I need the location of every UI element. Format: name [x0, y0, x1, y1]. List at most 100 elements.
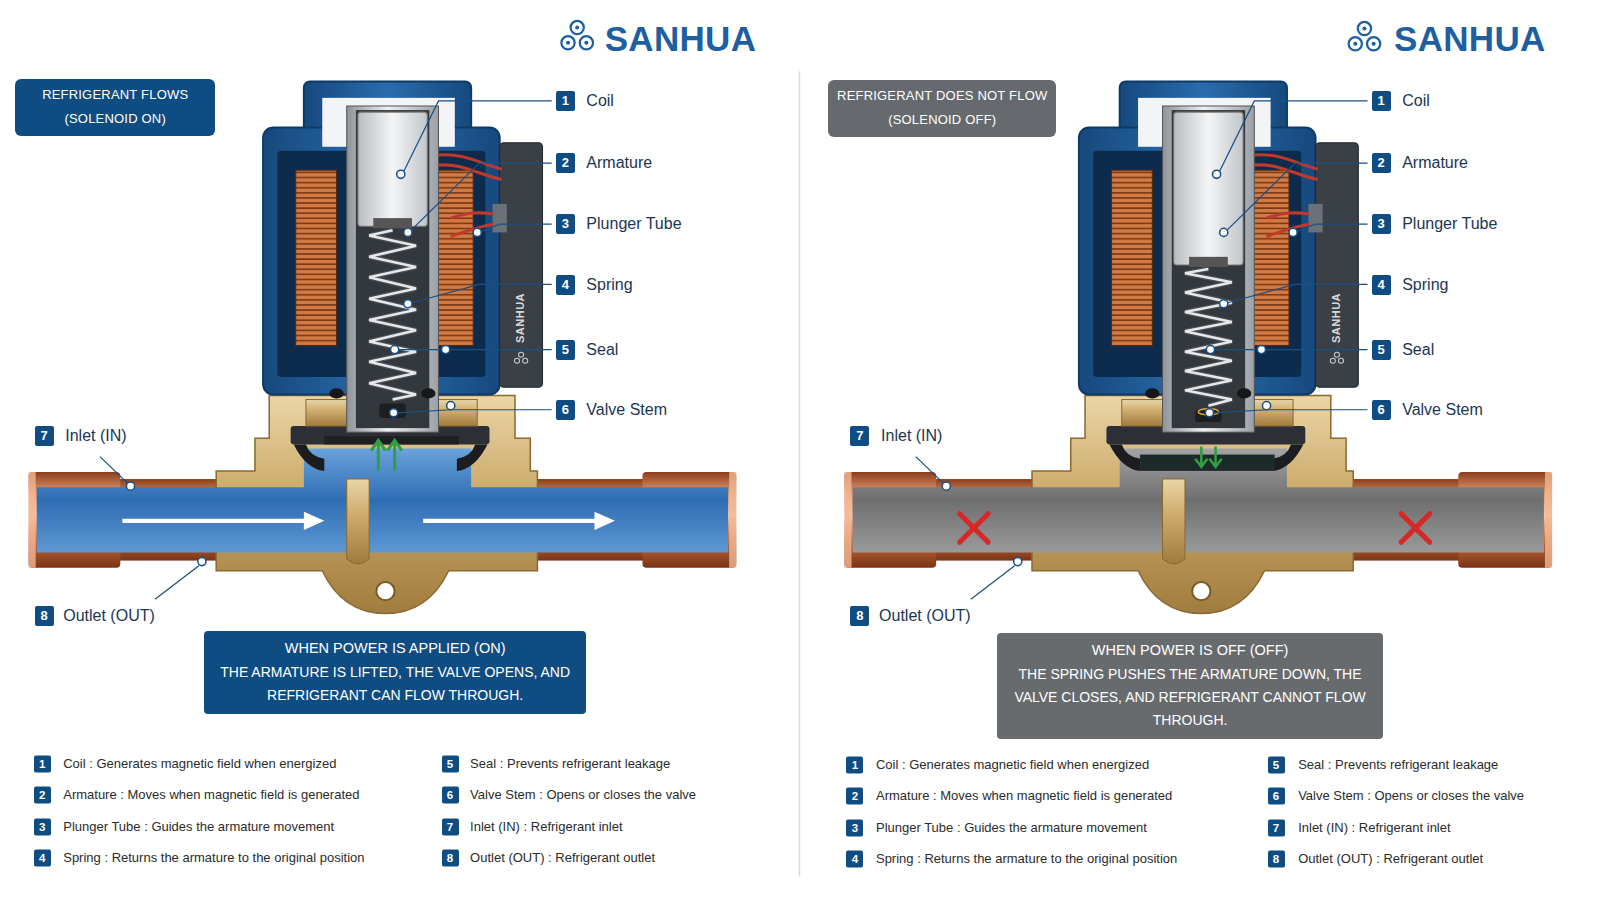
key-description: Inlet (IN) : Refrigerant inlet — [470, 819, 622, 835]
callout-number: 2 — [556, 153, 575, 173]
closed-seat — [1140, 455, 1275, 471]
key-number: 8 — [442, 849, 459, 866]
no-flow-mark — [960, 514, 989, 543]
valve-closed — [844, 82, 1552, 614]
part-name: Plunger Tube — [586, 215, 681, 234]
path-shape — [1195, 446, 1222, 466]
flow-arrow — [423, 519, 596, 523]
key-number: 3 — [846, 820, 863, 837]
part-name: Spring — [586, 275, 632, 294]
key-number: 3 — [34, 819, 51, 836]
spring-shape — [1185, 269, 1232, 406]
callout-number: 7 — [850, 426, 869, 446]
key-description: Spring : Returns the armature to the ori… — [63, 850, 364, 866]
callout-number: 6 — [556, 400, 575, 420]
rect-shape — [373, 218, 412, 228]
caption-body: THE ARMATURE IS LIFTED, THE VALVE OPENS,… — [214, 661, 576, 707]
logo-icon — [1349, 22, 1381, 51]
part-name: Spring — [1402, 275, 1448, 294]
polyline-shape — [1185, 269, 1232, 406]
callout-number: 4 — [1372, 275, 1391, 295]
part-name: Coil — [1402, 91, 1430, 110]
part-name: Armature — [1402, 154, 1468, 173]
key-description: Valve Stem : Opens or closes the valve — [470, 788, 696, 804]
badge-text: REFRIGERANT DOES NOT FLOW (SOLENOID OFF) — [836, 84, 1048, 132]
part-name: Seal — [586, 340, 618, 359]
key-description: Inlet (IN) : Refrigerant inlet — [1298, 820, 1450, 836]
caption-box: WHEN POWER IS APPLIED (ON)THE ARMATURE I… — [204, 631, 586, 714]
armature-shape — [358, 112, 427, 226]
use-shape — [916, 101, 1368, 599]
logo-icon — [561, 21, 593, 50]
key-description: Seal : Prevents refrigerant leakage — [470, 756, 670, 772]
callout-number: 5 — [556, 340, 575, 360]
spring-shape — [369, 230, 416, 399]
key-description: Coil : Generates magnetic field when ene… — [63, 756, 336, 772]
part-name: Valve Stem — [586, 400, 667, 419]
polyline-shape — [369, 230, 416, 399]
status-badge: REFRIGERANT DOES NOT FLOW (SOLENOID OFF) — [828, 80, 1056, 137]
part-name: Valve Stem — [1402, 400, 1483, 419]
part-name: Armature — [586, 154, 652, 173]
key-description: Armature : Moves when magnetic field is … — [876, 789, 1172, 805]
lift-arrows — [371, 440, 402, 471]
part-name: Inlet (IN) — [881, 427, 942, 446]
rect-shape — [1189, 257, 1228, 267]
key-description: Seal : Prevents refrigerant leakage — [1298, 757, 1498, 773]
callout-number: 2 — [1372, 153, 1391, 173]
callout-number: 8 — [850, 606, 869, 626]
part-name: Plunger Tube — [1402, 215, 1497, 234]
key-number: 7 — [442, 819, 459, 836]
callout-number: 5 — [1372, 340, 1391, 360]
key-description: Plunger Tube : Guides the armature movem… — [63, 819, 334, 835]
brand-mark: SANHUA — [515, 293, 528, 343]
key-description: Outlet (OUT) : Refrigerant outlet — [1298, 851, 1483, 867]
caption-heading: WHEN POWER IS APPLIED (ON) — [214, 637, 576, 661]
key-number: 6 — [442, 787, 459, 804]
use-shape — [100, 101, 552, 599]
status-badge: REFRIGERANT FLOWS (SOLENOID ON) — [15, 79, 215, 136]
key-number: 7 — [1268, 820, 1285, 837]
callout-number: 7 — [35, 426, 54, 446]
key-number: 4 — [846, 850, 863, 867]
part-name: Seal — [1402, 340, 1434, 359]
key-number: 4 — [34, 849, 51, 866]
brand-logo: SANHUA — [605, 18, 757, 60]
key-number: 1 — [846, 756, 863, 773]
key-number: 1 — [34, 755, 51, 772]
callout-number: 1 — [1372, 91, 1391, 111]
key-description: Outlet (OUT) : Refrigerant outlet — [470, 850, 655, 866]
brand-logo: SANHUA — [1394, 18, 1546, 60]
part-name: Coil — [586, 91, 614, 110]
polygon-shape — [304, 512, 324, 530]
polygon-shape — [595, 512, 615, 530]
brand-mark: SANHUA — [1330, 293, 1343, 343]
callout-number: 1 — [556, 91, 575, 111]
flow-arrow — [122, 519, 306, 523]
part-name: Outlet (OUT) — [63, 606, 155, 625]
key-description: Coil : Generates magnetic field when ene… — [876, 757, 1149, 773]
key-description: Plunger Tube : Guides the armature movem… — [876, 820, 1147, 836]
caption-box: WHEN POWER IS OFF (OFF)THE SPRING PUSHES… — [997, 633, 1382, 739]
key-number: 6 — [1268, 788, 1285, 805]
callout-number: 8 — [35, 606, 54, 626]
callout-number: 4 — [556, 275, 575, 295]
key-number: 2 — [34, 787, 51, 804]
key-number: 5 — [1268, 756, 1285, 773]
panel-divider — [799, 71, 801, 876]
valve-open — [29, 82, 737, 614]
armature-shape — [1174, 112, 1243, 265]
badge-text: REFRIGERANT FLOWS (SOLENOID ON) — [23, 83, 207, 131]
key-description: Spring : Returns the armature to the ori… — [876, 851, 1177, 867]
caption-heading: WHEN POWER IS OFF (OFF) — [1007, 639, 1372, 663]
key-description: Valve Stem : Opens or closes the valve — [1298, 789, 1524, 805]
key-number: 8 — [1268, 850, 1285, 867]
key-number: 5 — [442, 755, 459, 772]
use-shape — [1079, 82, 1358, 564]
caption-body: THE SPRING PUSHES THE ARMATURE DOWN, THE… — [1007, 663, 1372, 732]
part-name: Outlet (OUT) — [879, 606, 971, 625]
callout-number: 6 — [1372, 400, 1391, 420]
key-number: 2 — [846, 788, 863, 805]
key-description: Armature : Moves when magnetic field is … — [63, 788, 359, 804]
use-shape — [263, 82, 542, 564]
